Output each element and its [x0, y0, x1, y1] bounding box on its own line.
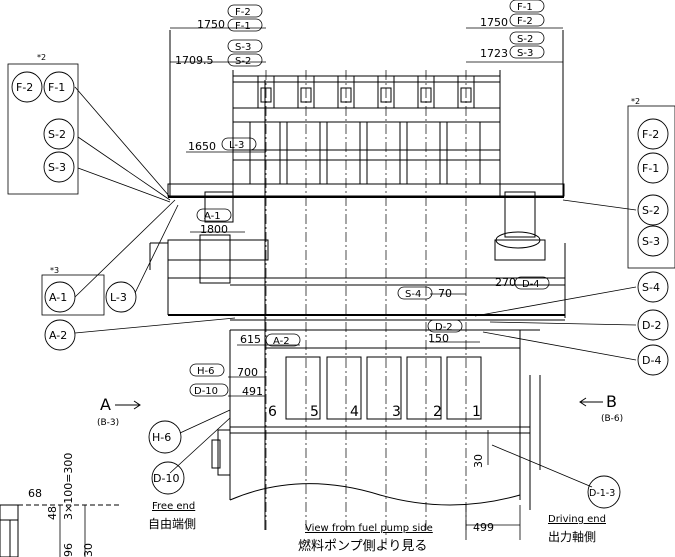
engine-outline [0, 30, 566, 557]
dim-270: 270 [495, 276, 516, 289]
view-a-letter: A [100, 395, 111, 414]
caption-free-end-en: Free end [152, 501, 195, 512]
dim-700: 700 [237, 366, 258, 379]
dim-615: 615 [240, 333, 261, 346]
dim-491: 491 [242, 385, 263, 398]
tag-d2-mid: D-2 [435, 322, 453, 333]
callout-f1-left: F-1 [48, 81, 65, 94]
cylinder-number-1: 1 [472, 404, 481, 420]
caption-view-en: View from fuel pump side [305, 523, 433, 534]
dim-1800: 1800 [200, 223, 228, 236]
caption-driving-en: Driving end [548, 514, 606, 525]
dim-70: 70 [438, 287, 452, 300]
callout-a1: A-1 [49, 291, 67, 304]
callout-d13: D-1-3 [589, 488, 615, 499]
tag-l3-top: L-3 [229, 140, 244, 151]
note-boxes [7, 63, 675, 316]
tag-f1-right: F-1 [517, 2, 533, 13]
dim-68: 68 [28, 487, 42, 500]
dim-1750-left: 1750 [197, 18, 225, 31]
dim-30: 30 [472, 454, 485, 468]
callout-s2-left: S-2 [48, 128, 66, 141]
callout-f2-left: F-2 [16, 81, 33, 94]
view-arrows: A (B-3) B (B-6) [97, 392, 623, 428]
callout-s3-left: S-3 [48, 161, 66, 174]
dim-96: 96 [62, 543, 75, 557]
view-a-ref: (B-3) [97, 418, 119, 428]
view-b-letter: B [606, 392, 617, 411]
dim-1650-left: 1650 [188, 140, 216, 153]
dimension-labels: 1750 1709.5 1650 1750 1723 1800 70 270 1… [28, 16, 516, 557]
tag-h6-mid: H-6 [197, 366, 215, 377]
callout-s3-right: S-3 [642, 235, 660, 248]
cylinder-number-2: 2 [433, 404, 442, 420]
callout-a2: A-2 [49, 329, 67, 342]
callout-h6: H-6 [152, 431, 171, 444]
dim-1723-right: 1723 [480, 47, 508, 60]
tag-s3-right: S-3 [517, 48, 533, 59]
dim-499: 499 [473, 521, 494, 534]
view-b-ref: (B-6) [601, 414, 623, 424]
tag-a2-mid: A-2 [273, 336, 290, 347]
caption-driving-jp: 出力軸側 [548, 530, 596, 544]
tag-s3-top: S-3 [235, 42, 251, 53]
callout-s2-right: S-2 [642, 204, 660, 217]
callout-d4-right: D-4 [642, 354, 661, 367]
dim-1750-right: 1750 [480, 16, 508, 29]
dim-3x100: 3×100=300 [62, 453, 75, 520]
caption-free-end-jp: 自由端側 [148, 517, 196, 531]
dimension-lines [59, 27, 563, 557]
cylinder-number-6: 6 [268, 404, 277, 420]
dim-48: 48 [46, 506, 59, 520]
note-star2-left: *2 [37, 53, 46, 62]
caption-view-jp: 燃料ポンプ側より見る [298, 538, 427, 554]
cylinder-centre-lines [265, 70, 467, 545]
tag-s4-mid: S-4 [405, 289, 421, 300]
callout-f2-right: F-2 [642, 128, 659, 141]
tag-f2-top: F-2 [235, 7, 251, 18]
tag-d4-mid: D-4 [522, 279, 540, 290]
note-star2-right: *2 [631, 97, 640, 106]
callout-l3: L-3 [110, 291, 127, 304]
callout-circles: *2 F-2 F-1 S-2 S-3 *3 A-1 L-3 A-2 *2 F-2… [11, 53, 669, 509]
captions: Free end 自由端側 View from fuel pump side 燃… [148, 501, 606, 554]
leader-lines [74, 86, 637, 488]
cylinder-number-5: 5 [310, 404, 319, 420]
cylinder-number-3: 3 [392, 404, 401, 420]
cylinder-number-4: 4 [350, 404, 359, 420]
tag-s2-right: S-2 [517, 34, 533, 45]
dim-1709-left: 1709.5 [175, 54, 214, 67]
callout-d2-right: D-2 [642, 319, 661, 332]
cylinder-numbers: 6 5 4 3 2 1 [268, 404, 481, 420]
dim-30b: 30 [82, 543, 95, 557]
callout-d10: D-10 [153, 472, 179, 485]
dim-150: 150 [428, 332, 449, 345]
note-star3: *3 [50, 266, 59, 275]
tag-f2-right: F-2 [517, 16, 533, 27]
tag-f1-top: F-1 [235, 21, 251, 32]
tag-s2-top: S-2 [235, 56, 251, 67]
tag-a1-mid: A-1 [204, 211, 221, 222]
dimension-tags: F-2 F-1 S-3 S-2 L-3 F-1 F-2 S-2 S-3 A-1 … [189, 0, 550, 397]
callout-s4-right: S-4 [642, 281, 660, 294]
callout-f1-right: F-1 [642, 162, 659, 175]
tag-d10-mid: D-10 [194, 386, 218, 397]
